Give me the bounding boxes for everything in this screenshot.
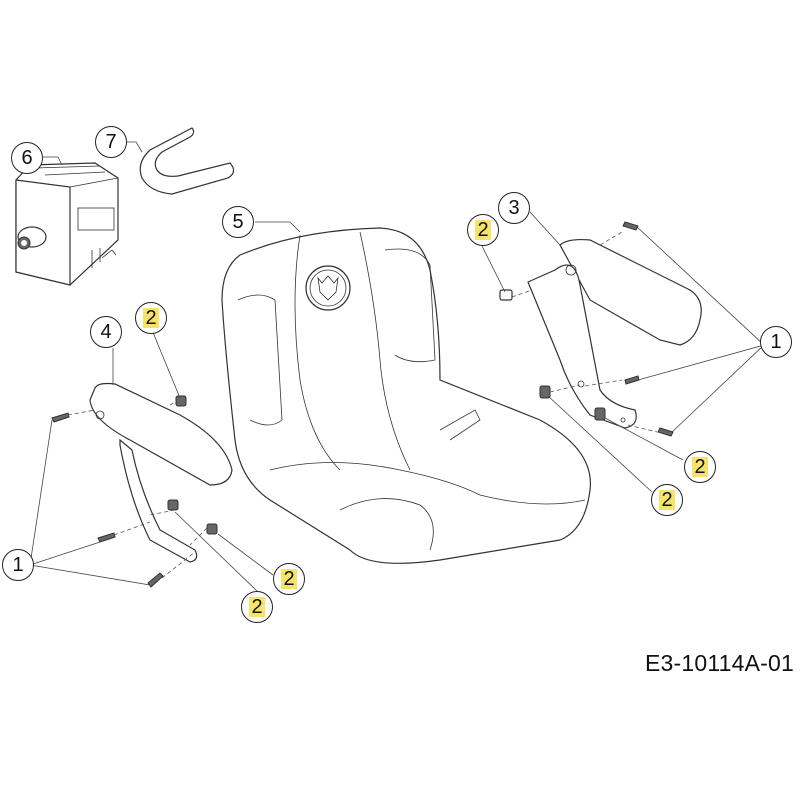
assembly-lines (67, 231, 658, 579)
callout-5: 5 (222, 206, 254, 238)
callout-1-right: 1 (760, 326, 792, 358)
armrest-left-part (89, 382, 233, 563)
leader-lines (29, 141, 765, 593)
armrest-right-part (527, 238, 702, 429)
fasteners (51, 221, 674, 588)
callout-2-seat-top: 2 (467, 214, 499, 246)
callout-2-right-upper: 2 (684, 451, 716, 483)
switch-part (15, 162, 119, 286)
callout-3: 3 (498, 192, 530, 224)
callout-2-right-lower: 2 (651, 484, 683, 516)
strap-part (139, 127, 235, 195)
callout-6: 6 (11, 142, 43, 174)
diagram-code: E3-10114A-01 (645, 650, 795, 676)
callout-2-left-top: 2 (135, 302, 167, 334)
seat-part (221, 227, 591, 564)
callout-7: 7 (95, 126, 127, 158)
callout-1-left: 1 (2, 549, 34, 581)
callout-4: 4 (90, 316, 122, 348)
callout-2-left-lower-right: 2 (273, 563, 305, 595)
callout-2-left-lower: 2 (241, 591, 273, 623)
